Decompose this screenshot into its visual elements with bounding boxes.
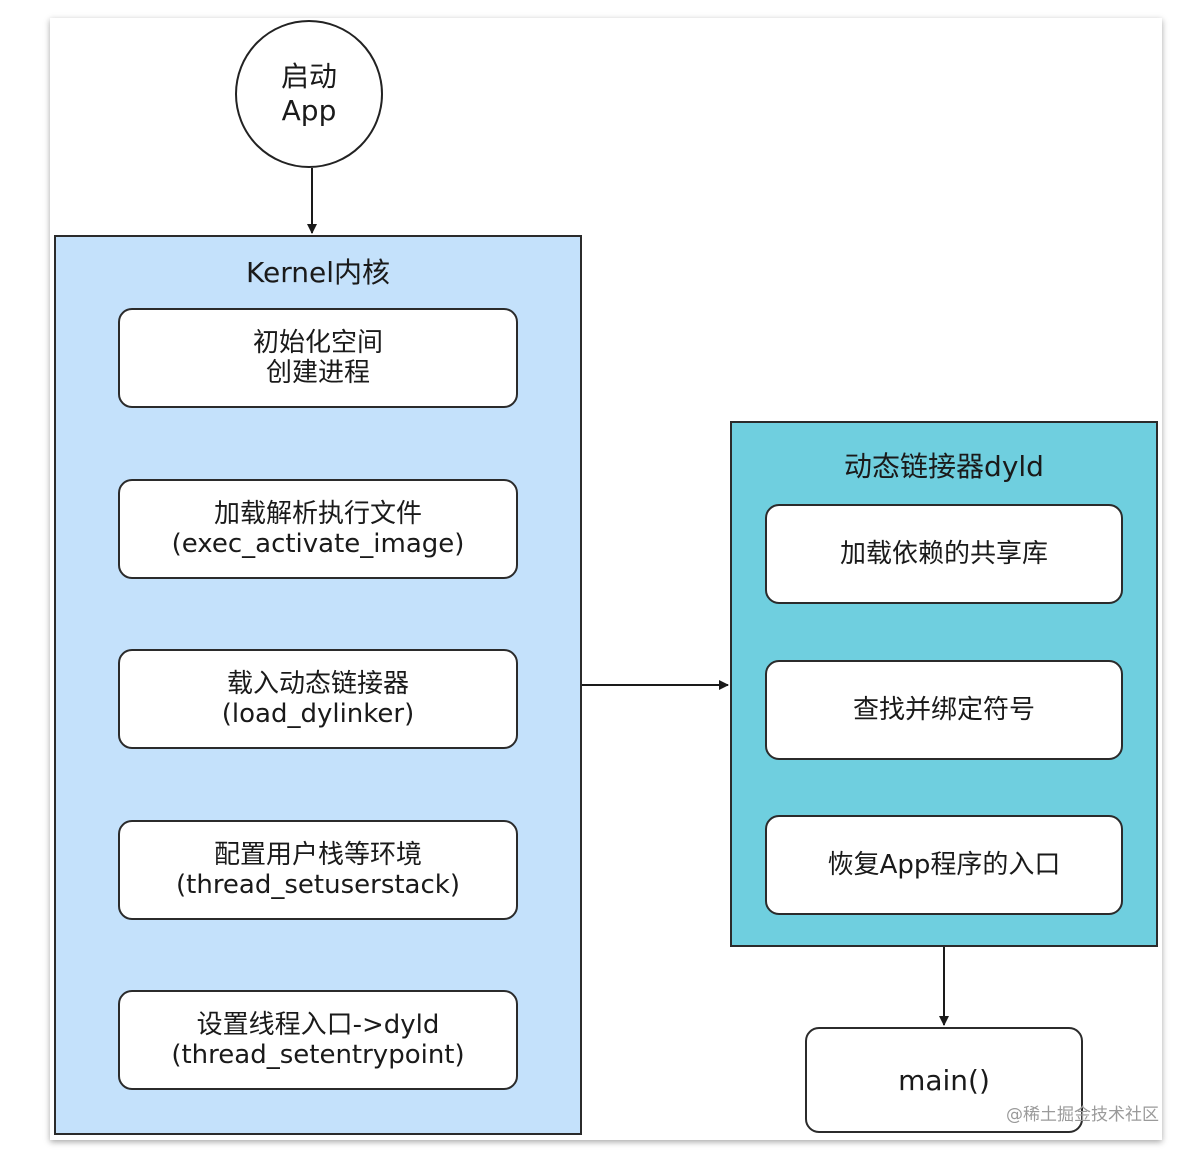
watermark: @稀土掘金技术社区 — [1006, 1105, 1159, 1125]
main-label: main() — [898, 1063, 990, 1097]
step-line1: 配置用户栈等环境 — [213, 840, 422, 870]
dyld-step-restore-entry: 恢复App程序的入口 — [765, 815, 1123, 915]
kernel-step-setuserstack: 配置用户栈等环境 (thread_setuserstack) — [118, 820, 518, 920]
step-line1: 加载解析执行文件 — [213, 499, 422, 529]
step-line2: 创建进程 — [265, 358, 370, 388]
step-label: 恢复App程序的入口 — [827, 850, 1061, 880]
kernel-step-setentrypoint: 设置线程入口->dyld (thread_setentrypoint) — [118, 990, 518, 1090]
step-line2: (thread_setuserstack) — [176, 870, 460, 900]
step-line2: (exec_activate_image) — [171, 529, 465, 559]
step-line1: 设置线程入口->dyld — [196, 1010, 440, 1040]
step-line2: (load_dylinker) — [221, 699, 415, 729]
start-label-line1: 启动 — [280, 60, 337, 93]
dyld-step-load-shared-libs: 加载依赖的共享库 — [765, 504, 1123, 604]
start-label-line2: App — [281, 94, 337, 127]
dyld-title: 动态链接器dyld — [844, 450, 1044, 483]
step-line1: 初始化空间 — [252, 328, 383, 358]
main-node: main() — [805, 1027, 1083, 1133]
kernel-step-load-dylinker: 载入动态链接器 (load_dylinker) — [118, 649, 518, 749]
step-label: 加载依赖的共享库 — [839, 539, 1048, 569]
step-line1: 载入动态链接器 — [226, 669, 409, 699]
dyld-step-bind-symbols: 查找并绑定符号 — [765, 660, 1123, 760]
kernel-title: Kernel内核 — [246, 256, 390, 289]
step-label: 查找并绑定符号 — [852, 695, 1035, 725]
kernel-step-init-space: 初始化空间 创建进程 — [118, 308, 518, 408]
step-line2: (thread_setentrypoint) — [171, 1040, 465, 1070]
start-node: 启动 App — [235, 20, 383, 168]
kernel-step-exec-activate-image: 加载解析执行文件 (exec_activate_image) — [118, 479, 518, 579]
